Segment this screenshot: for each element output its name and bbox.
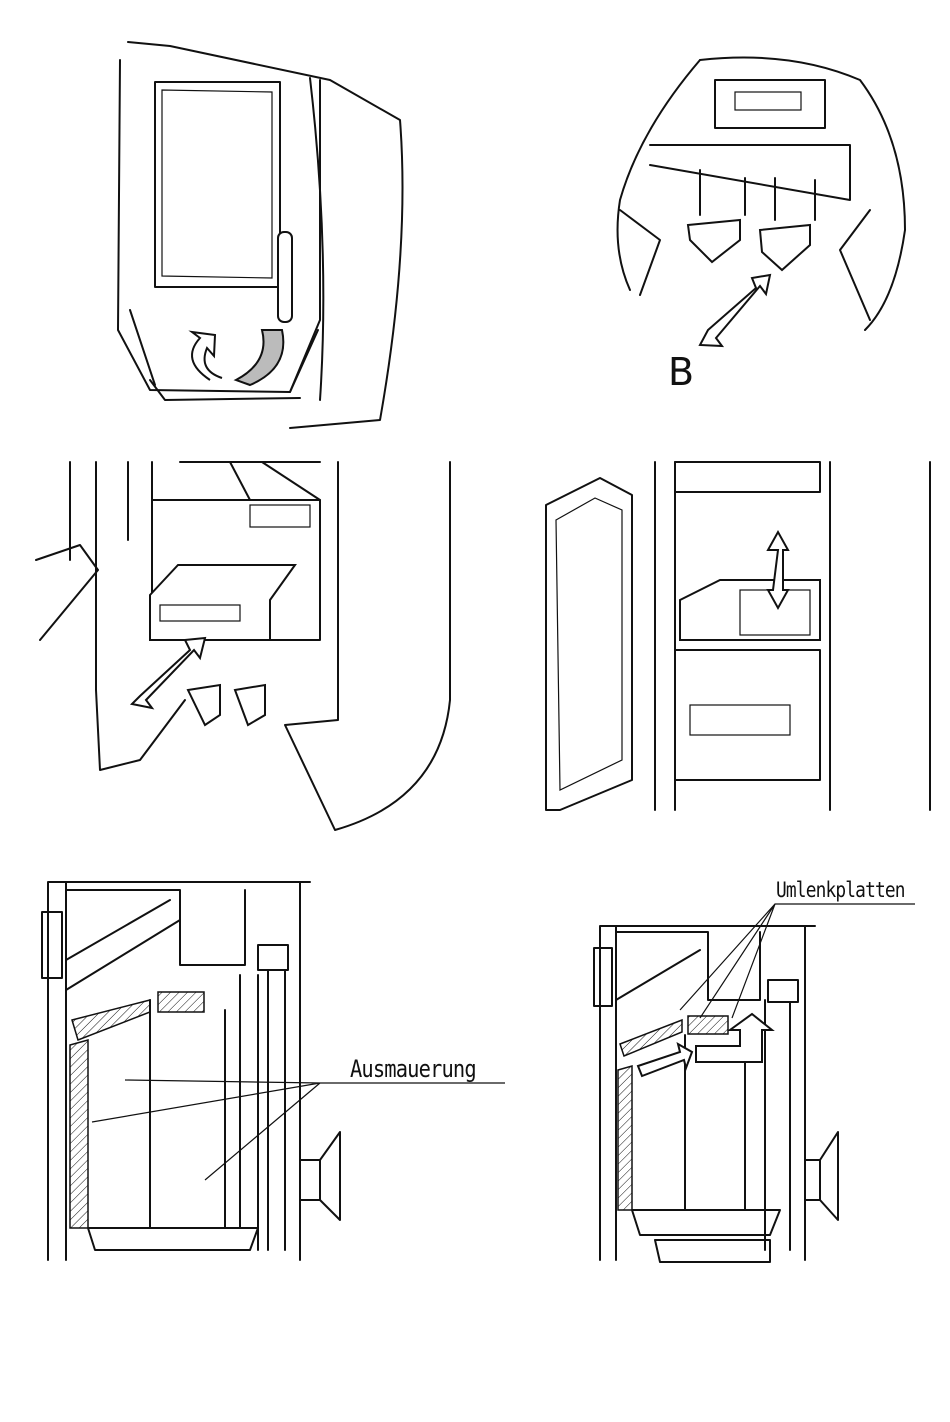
figure-ash-drawer-removal	[35, 461, 451, 831]
label-umlenkplatten: Umlenkplatten	[776, 878, 906, 902]
label-ausmauerung: Ausmauerung	[350, 1055, 477, 1083]
figure-grate-removal	[545, 461, 931, 811]
figure-section-lining	[41, 881, 505, 1261]
figure-ash-drawer-feet	[616, 56, 906, 348]
label-b: B	[668, 350, 695, 394]
figure-door-opening	[117, 41, 404, 429]
figure-section-baffles	[593, 903, 915, 1263]
